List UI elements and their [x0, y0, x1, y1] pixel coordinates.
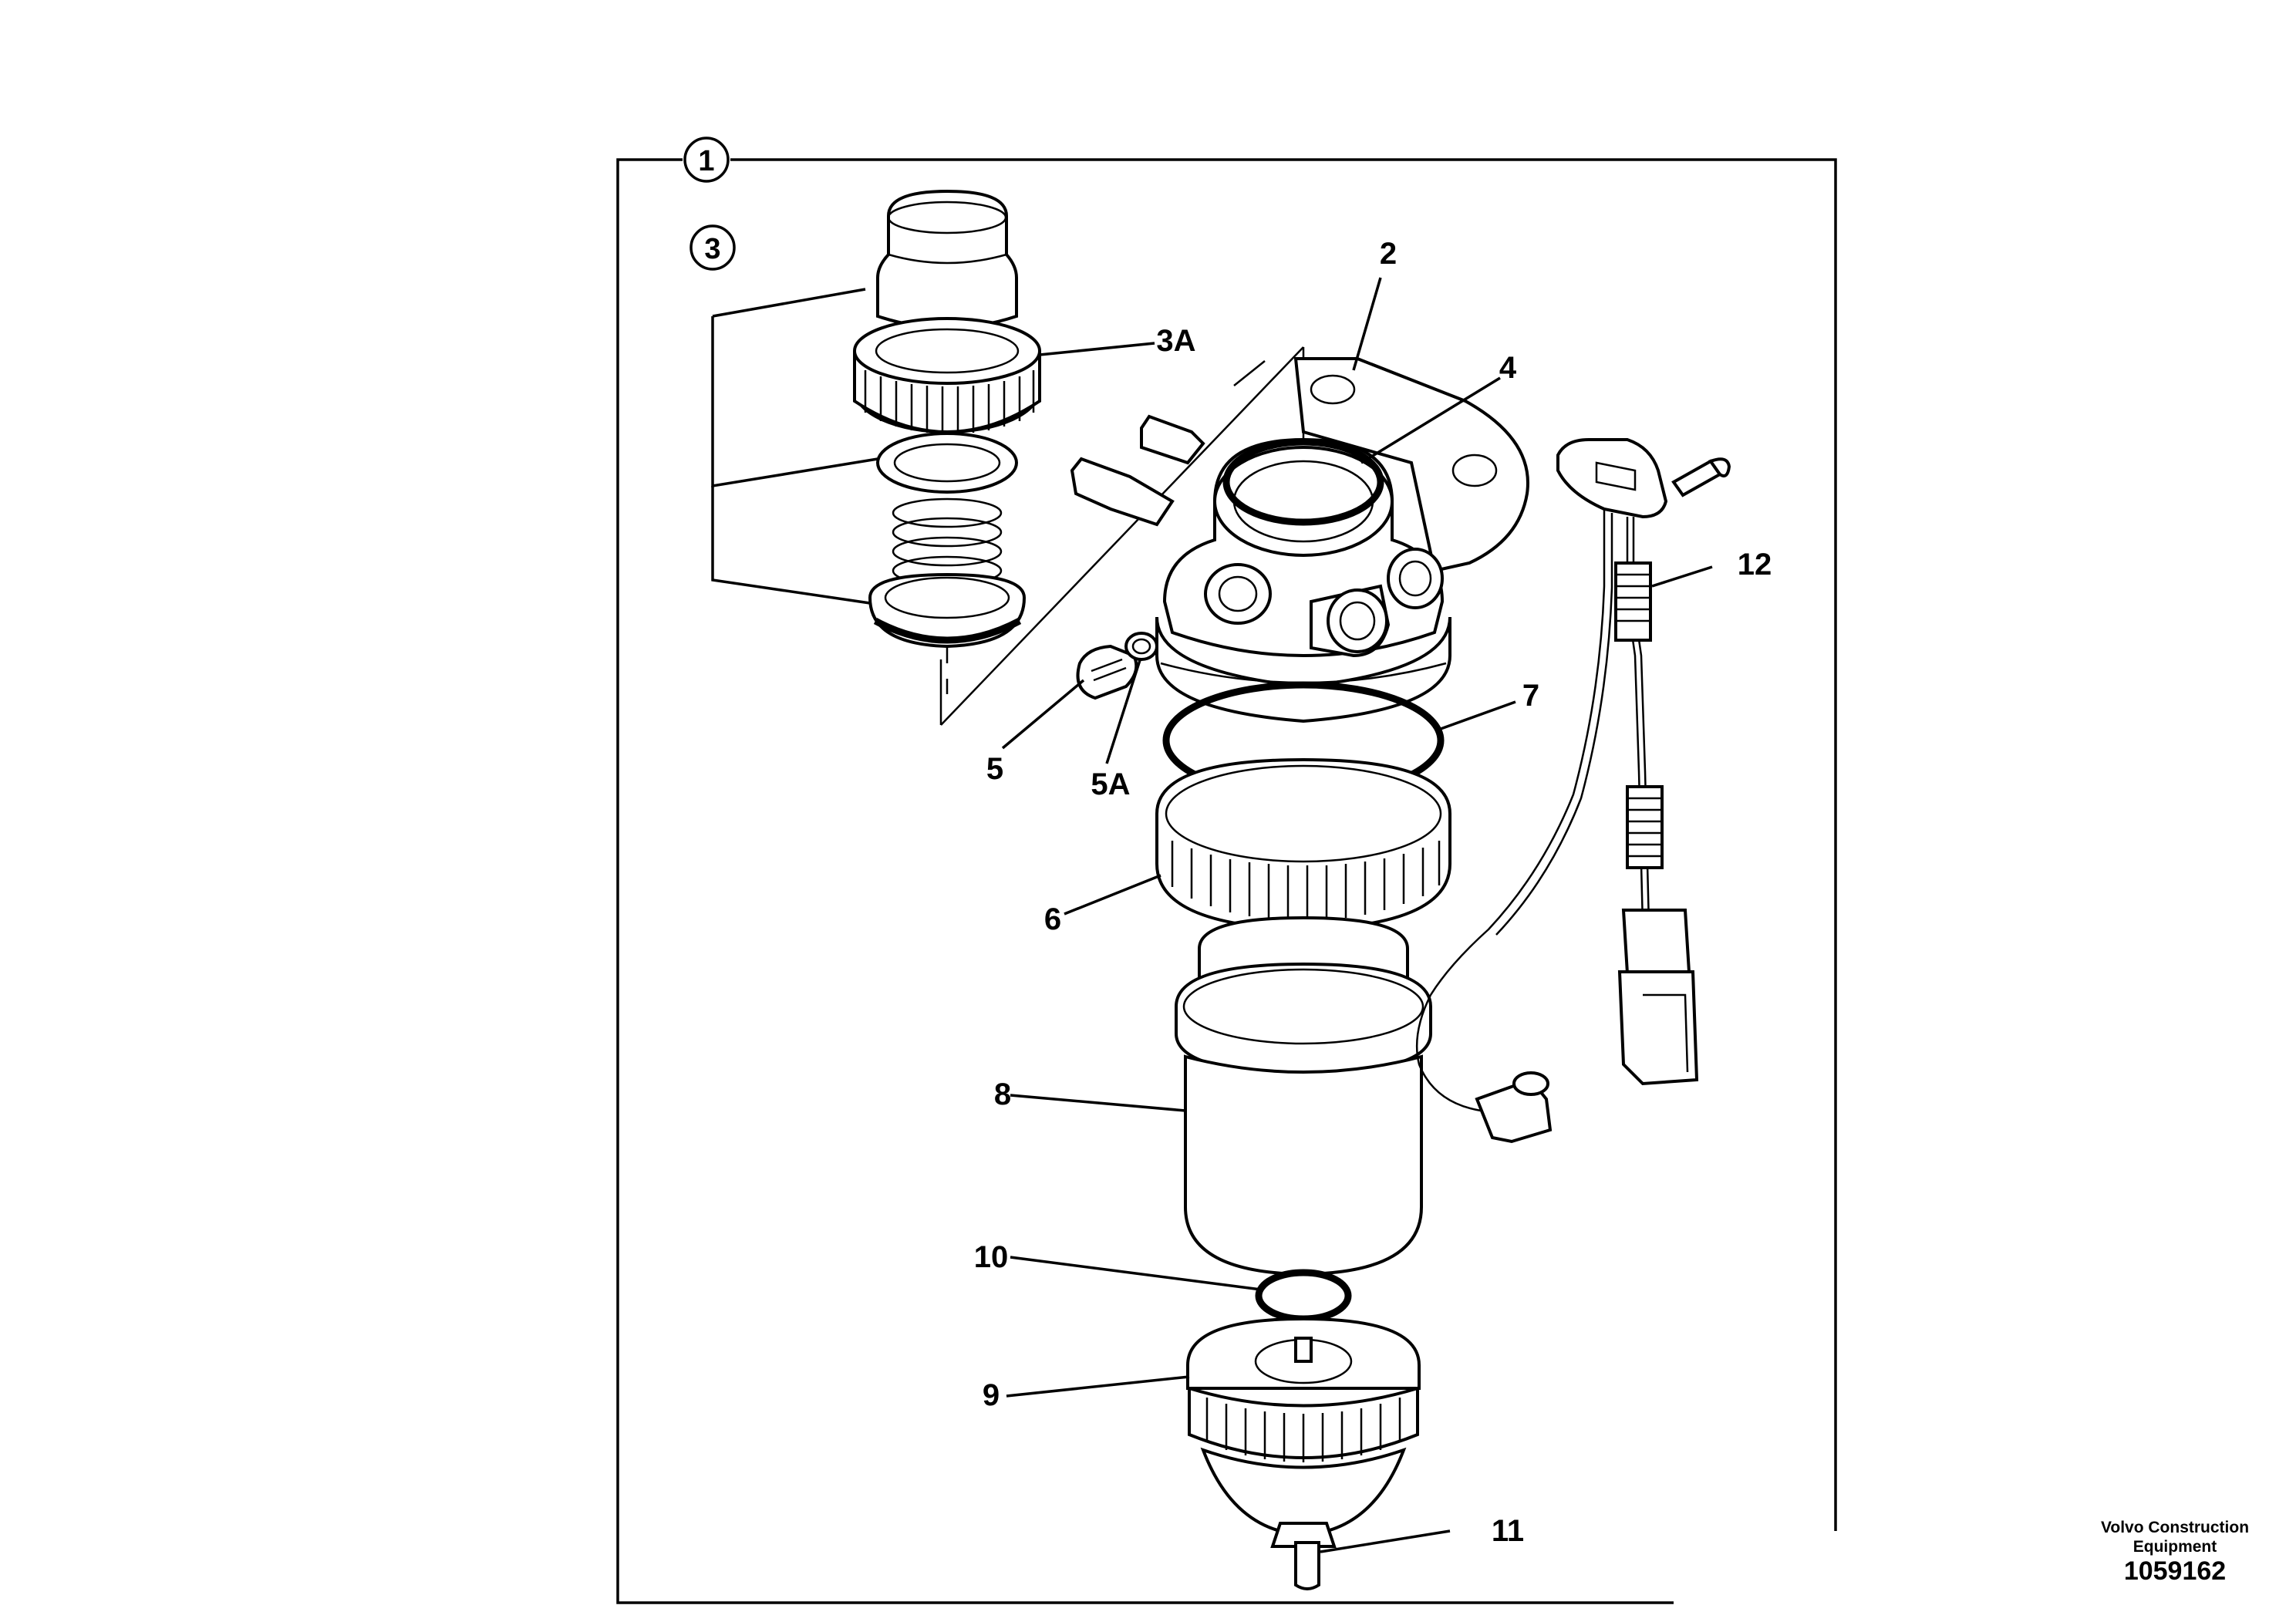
callout-3: 3: [704, 233, 720, 265]
callout-9: 9: [983, 1378, 1000, 1412]
part-6-retaining-ring: [1155, 757, 1451, 932]
callout-4: 4: [1499, 351, 1517, 385]
leader-lines: [711, 277, 1713, 1553]
callout-11: 11: [1492, 1514, 1524, 1548]
assembly-frame: [616, 158, 1837, 1604]
illustration-number: 1059162: [2123, 1556, 2227, 1586]
part-11-drain-valve: [1294, 1541, 1320, 1590]
publisher-line-1: Volvo Construction: [2100, 1519, 2250, 1536]
publisher-credit: Volvo Construction Equipment: [2013, 1518, 2296, 1556]
part-2-filter-head: [1070, 357, 1529, 723]
callout-1-circle: 1: [683, 137, 730, 183]
part-9-water-bowl: [1186, 1317, 1421, 1548]
callout-2: 2: [1380, 237, 1397, 271]
callout-10: 10: [974, 1240, 1009, 1274]
publisher-line-2: Equipment: [2132, 1538, 2217, 1556]
part-10-seal: [1255, 1269, 1352, 1323]
retaining-ring-knurling: [1171, 841, 1441, 921]
callout-3-circle: 3: [689, 224, 736, 271]
callout-1: 1: [698, 145, 714, 177]
callout-5: 5: [986, 752, 1003, 786]
callout-labels: 2 3A 4 5 5A 6 7 8 9 10 11 12: [974, 237, 1772, 1548]
part-12-sensor-harness: [1415, 438, 1731, 1144]
water-bowl-knurling: [1205, 1398, 1401, 1462]
part-8-filter-cartridge: [1175, 916, 1432, 1276]
callout-6: 6: [1044, 902, 1061, 936]
callout-5a: 5A: [1091, 767, 1130, 801]
callout-3a: 3A: [1156, 324, 1195, 358]
callout-8: 8: [994, 1077, 1011, 1111]
part-4-o-ring: [1222, 438, 1384, 526]
part-3-separator-kit: [853, 189, 1041, 694]
part-5-bleed-screw: [1076, 632, 1158, 700]
ring-knurling: [864, 370, 1035, 433]
spring: [892, 497, 1003, 586]
callout-7: 7: [1522, 679, 1539, 713]
callout-12: 12: [1738, 548, 1772, 582]
